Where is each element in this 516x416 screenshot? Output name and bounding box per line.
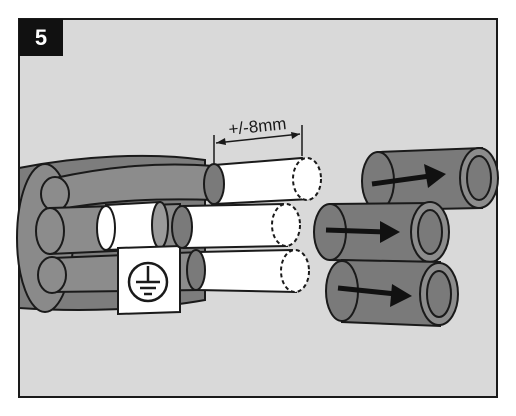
protective-earth-icon xyxy=(127,261,169,303)
right-arrow-icon xyxy=(337,284,412,307)
sleeve-middle xyxy=(313,201,450,264)
right-arrow-icon xyxy=(371,164,446,188)
sleeve-top xyxy=(361,146,499,212)
ground-label-sleeve xyxy=(96,200,181,316)
step-badge: 5 xyxy=(19,19,63,56)
conductor-middle xyxy=(183,202,289,250)
stripped-conductors xyxy=(171,156,322,294)
sleeve-bottom xyxy=(325,258,459,328)
step-number: 5 xyxy=(35,25,47,50)
right-arrow-icon xyxy=(325,221,400,243)
